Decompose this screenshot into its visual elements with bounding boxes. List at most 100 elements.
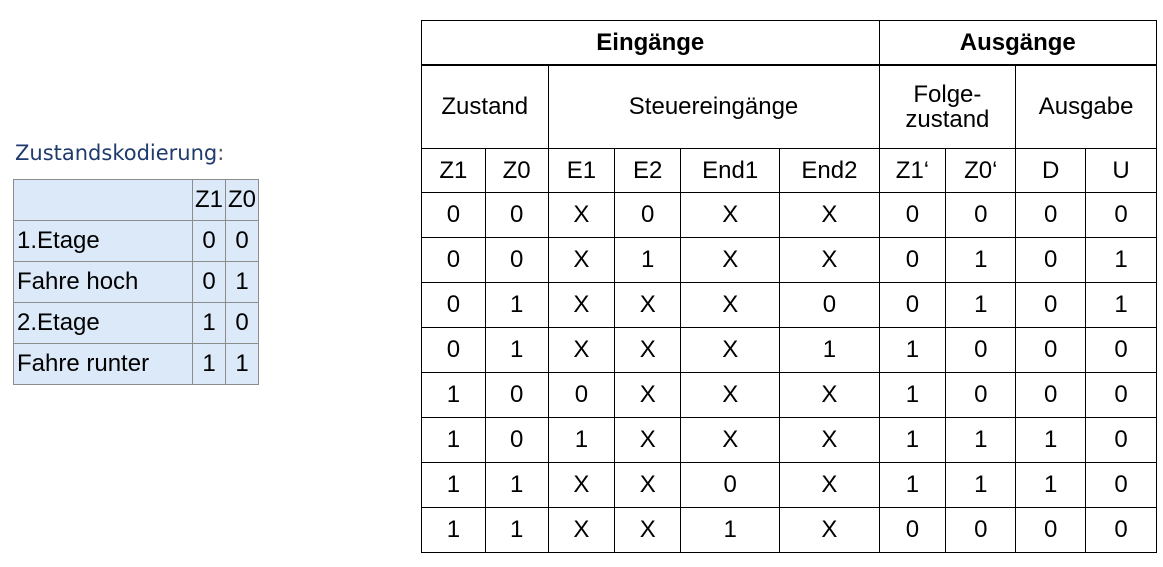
table-cell: 0	[484, 417, 549, 463]
coding-row-label: 1.Etage	[13, 220, 193, 262]
coding-header-empty	[13, 179, 193, 221]
column-header: E2	[614, 148, 682, 193]
column-header: Z0	[484, 148, 549, 193]
group-header-outputs: Ausgänge	[878, 20, 1158, 66]
coding-row-z0: 0	[225, 220, 259, 262]
group-header-inputs: Eingänge	[421, 20, 880, 66]
table-cell: 0	[1085, 462, 1157, 508]
table-cell: 0	[945, 192, 1017, 238]
table-cell: X	[779, 507, 880, 553]
column-header: Z1‘	[878, 148, 947, 193]
table-cell: X	[779, 192, 880, 238]
table-cell: 1	[878, 327, 947, 373]
table-cell: X	[680, 417, 781, 463]
table-cell: X	[547, 192, 616, 238]
table-cell: 0	[1085, 507, 1157, 553]
table-cell: 1	[945, 237, 1017, 283]
table-cell: 0	[945, 507, 1017, 553]
table-cell: 0	[421, 327, 486, 373]
table-cell: 1	[614, 237, 682, 283]
coding-row-label: Fahre hoch	[13, 261, 193, 303]
coding-row: Fahre hoch 0 1	[13, 261, 259, 303]
table-cell: 0	[1085, 417, 1157, 463]
column-header: Z0‘	[945, 148, 1017, 193]
table-cell: X	[779, 372, 880, 418]
table-cell: 0	[1015, 507, 1087, 553]
table-cell: X	[779, 237, 880, 283]
coding-row-z1: 1	[192, 302, 226, 344]
table-cell: X	[547, 282, 616, 328]
coding-row: 1.Etage 0 0	[13, 220, 259, 262]
column-header: End1	[680, 148, 781, 193]
coding-row-label: Fahre runter	[13, 343, 193, 385]
state-coding-title-text: Zustandskodierung	[15, 141, 218, 165]
table-cell: 1	[1015, 417, 1087, 463]
table-cell: X	[779, 462, 880, 508]
next-state-line-1: Folge-	[913, 80, 982, 108]
table-cell: 1	[1085, 282, 1157, 328]
table-cell: 0	[1015, 372, 1087, 418]
table-cell: 0	[1085, 327, 1157, 373]
table-cell: 1	[1015, 462, 1087, 508]
table-cell: 1	[421, 462, 486, 508]
table-cell: 1	[547, 417, 616, 463]
table-cell: X	[547, 327, 616, 373]
coding-header-row: Z1 Z0	[13, 179, 259, 221]
state-coding-table: Z1 Z0 1.Etage 0 0 Fahre hoch 0 1 2.Etage…	[13, 179, 259, 385]
subgroup-header-row: Zustand Steuereingänge Folge-zustand Aus…	[421, 64, 1157, 149]
signal-header-row: Z1 Z0 E1 E2 End1 End2 Z1‘ Z0‘ D U	[421, 148, 1157, 193]
table-cell: 0	[878, 237, 947, 283]
table-cell: 1	[945, 417, 1017, 463]
table-cell: 0	[680, 462, 781, 508]
table-cell: X	[614, 462, 682, 508]
coding-row: Fahre runter 1 1	[13, 343, 259, 385]
table-cell: 1	[779, 327, 880, 373]
column-header: E1	[547, 148, 616, 193]
table-cell: 0	[1015, 282, 1087, 328]
table-cell: X	[547, 237, 616, 283]
table-cell: 1	[878, 417, 947, 463]
table-cell: 1	[878, 462, 947, 508]
table-cell: 0	[1015, 237, 1087, 283]
column-header: End2	[779, 148, 880, 193]
table-cell: 0	[484, 192, 549, 238]
table-cell: 0	[945, 372, 1017, 418]
coding-row-z1: 1	[192, 343, 226, 385]
table-cell: X	[547, 462, 616, 508]
table-cell: 0	[421, 282, 486, 328]
table-cell: X	[680, 282, 781, 328]
table-cell: 1	[484, 462, 549, 508]
column-header: D	[1015, 148, 1087, 193]
table-cell: X	[614, 372, 682, 418]
coding-header-z1: Z1	[192, 179, 226, 221]
table-cell: 1	[484, 507, 549, 553]
table-cell: X	[680, 192, 781, 238]
table-cell: 0	[614, 192, 682, 238]
coding-row-z0: 1	[225, 261, 259, 303]
table-cell: 0	[421, 237, 486, 283]
column-header: Z1	[421, 148, 486, 193]
table-cell: X	[779, 417, 880, 463]
table-cell: 0	[421, 192, 486, 238]
table-cell: 0	[945, 327, 1017, 373]
group-header-row: Eingänge Ausgänge	[421, 20, 1158, 66]
table-cell: 0	[484, 372, 549, 418]
subgroup-header-state: Zustand	[421, 64, 549, 149]
table-cell: 1	[1085, 237, 1157, 283]
table-cell: 1	[680, 507, 781, 553]
coding-row-z0: 0	[225, 302, 259, 344]
table-cell: 1	[945, 282, 1017, 328]
table-cell: 1	[484, 327, 549, 373]
table-cell: 0	[779, 282, 880, 328]
state-coding-section: Zustandskodierung: Z1 Z0 1.Etage 0 0 Fah…	[13, 141, 259, 385]
table-cell: 0	[1015, 192, 1087, 238]
coding-row: 2.Etage 1 0	[13, 302, 259, 344]
table-cell: 1	[421, 372, 486, 418]
